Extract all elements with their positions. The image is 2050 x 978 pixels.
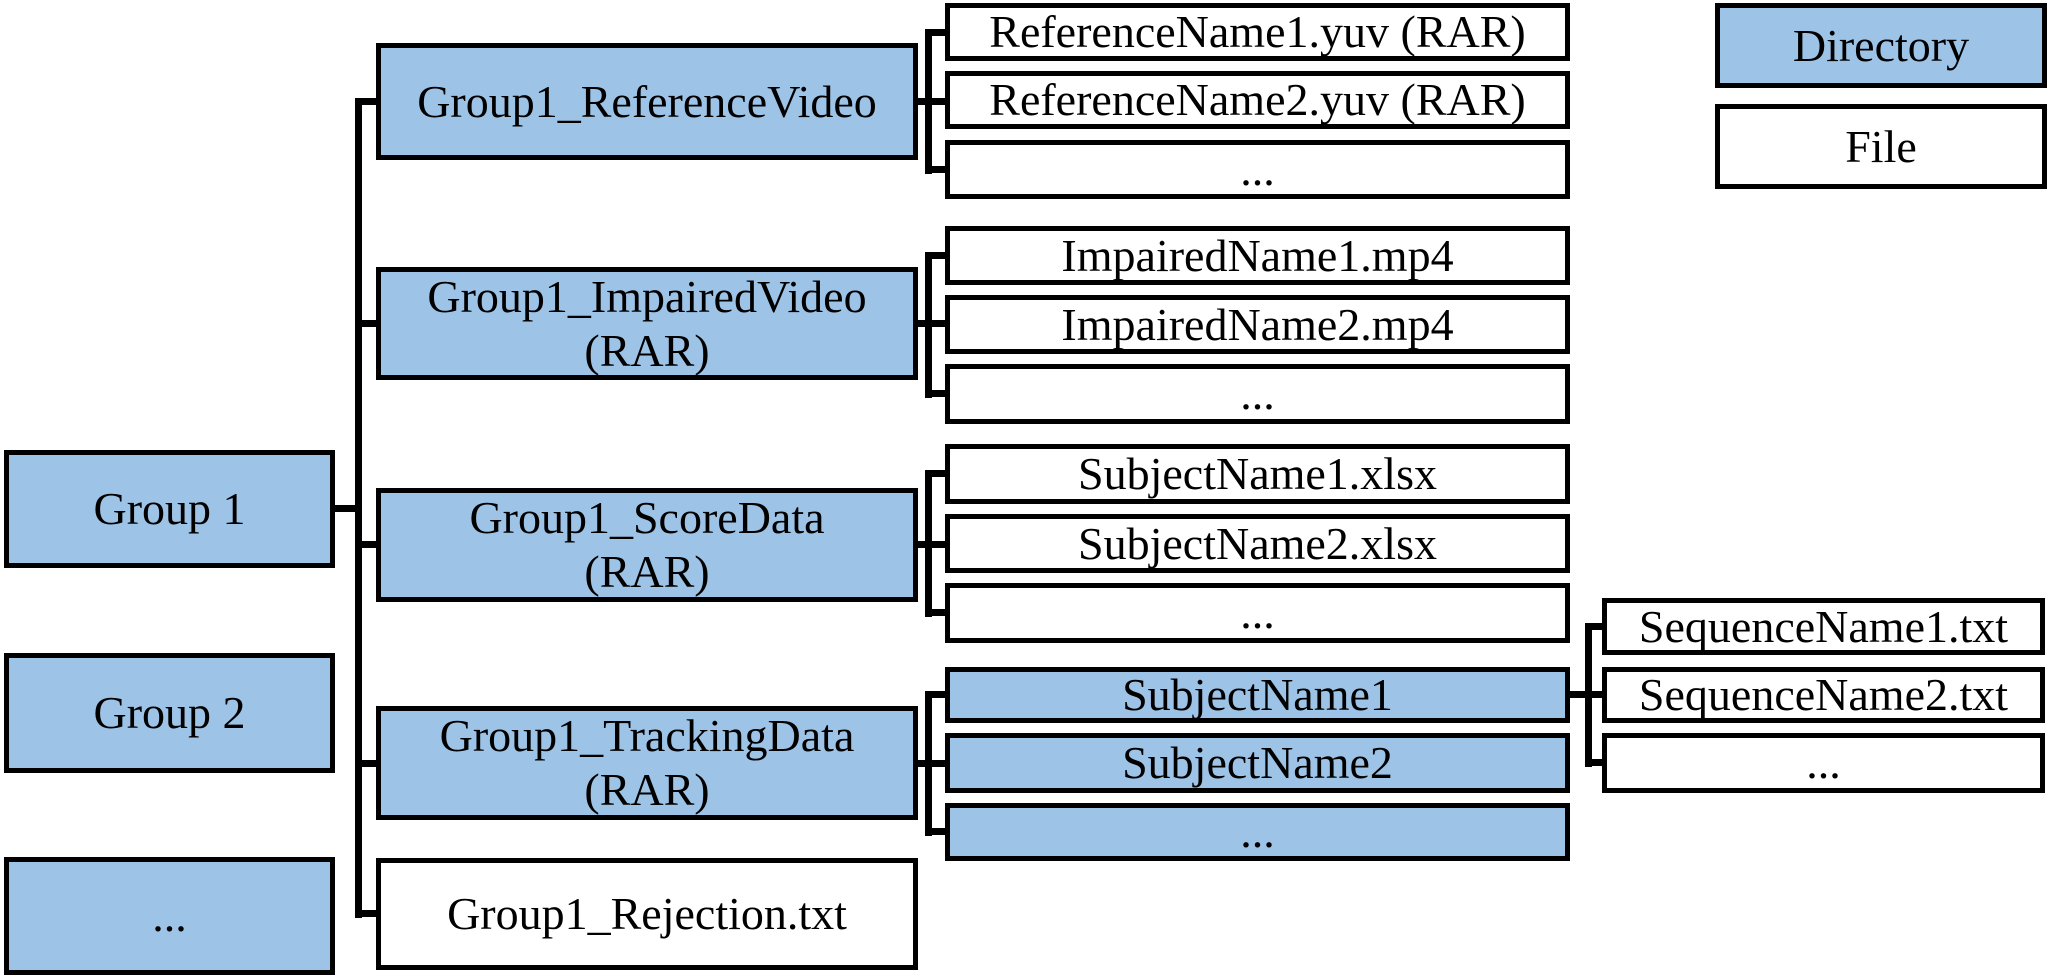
connector-reference-child1-stub <box>925 29 945 36</box>
connector-tracking-child1-stub <box>925 691 945 698</box>
sequence-file-1-box: SequenceName1.txt <box>1602 598 2045 655</box>
group1-directory-box: Group 1 <box>4 450 335 568</box>
reference-file-ellipsis-box: ... <box>945 140 1570 199</box>
sequence-file-ellipsis-label: ... <box>1806 737 1841 788</box>
subject-ellipsis-label: ... <box>1240 806 1275 857</box>
groups-ellipsis-label: ... <box>152 890 187 941</box>
legend-directory-label: Directory <box>1792 19 1970 71</box>
group2-directory-box: Group 2 <box>4 653 335 773</box>
impaired-video-note: (RAR) <box>584 324 710 376</box>
connector-trunk-to-score-data <box>355 541 376 548</box>
score-file-1-label: SubjectName1.xlsx <box>1078 448 1437 499</box>
connector-group1-to-trunk <box>335 505 362 512</box>
tracking-data-label: Group1_TrackingData <box>439 710 855 761</box>
connector-sequence-child1-stub <box>1585 623 1602 630</box>
sequence-file-2-label: SequenceName2.txt <box>1638 669 2009 720</box>
connector-trunk-to-rejection <box>355 910 376 917</box>
impaired-file-ellipsis-label: ... <box>1240 368 1275 419</box>
impaired-video-directory-box: Group1_ImpairedVideo (RAR) <box>376 267 918 380</box>
reference-file-2-label: ReferenceName2.yuv (RAR) <box>989 74 1526 125</box>
reference-video-label: Group1_ReferenceVideo <box>417 75 877 127</box>
connector-trunk-to-tracking-data <box>355 760 376 767</box>
connector-reference-child3-stub <box>925 166 945 173</box>
score-file-ellipsis-box: ... <box>945 583 1570 643</box>
connector-score-child3-stub <box>925 609 945 616</box>
group1-label: Group 1 <box>93 483 246 534</box>
subject-ellipsis-directory-box: ... <box>945 803 1570 861</box>
reference-file-2-box: ReferenceName2.yuv (RAR) <box>945 71 1570 129</box>
reference-file-1-label: ReferenceName1.yuv (RAR) <box>989 6 1526 57</box>
subject2-label: SubjectName2 <box>1122 737 1393 788</box>
connector-score-parent-stub <box>918 541 945 548</box>
connector-impaired-parent-stub <box>918 320 945 327</box>
score-data-directory-box: Group1_ScoreData (RAR) <box>376 488 918 602</box>
connector-impaired-child1-stub <box>925 252 945 259</box>
sequence-file-ellipsis-box: ... <box>1602 733 2045 793</box>
impaired-video-label: Group1_ImpairedVideo <box>427 270 867 322</box>
score-file-ellipsis-label: ... <box>1240 587 1275 638</box>
impaired-file-1-label: ImpairedName1.mp4 <box>1061 229 1454 281</box>
connector-tracking-parent-stub <box>918 760 945 767</box>
sequence-file-2-box: SequenceName2.txt <box>1602 667 2045 723</box>
connector-sequence-child3-stub <box>1585 759 1602 766</box>
rejection-file-label: Group1_Rejection.txt <box>447 888 847 939</box>
connector-tracking-child3-stub <box>925 828 945 835</box>
connector-trunk-to-reference-video <box>355 98 376 105</box>
rejection-file-box: Group1_Rejection.txt <box>376 858 918 970</box>
impaired-file-2-box: ImpairedName2.mp4 <box>945 295 1570 354</box>
reference-file-1-box: ReferenceName1.yuv (RAR) <box>945 3 1570 61</box>
subject2-directory-box: SubjectName2 <box>945 733 1570 793</box>
tracking-data-note: (RAR) <box>584 764 710 815</box>
tracking-data-directory-box: Group1_TrackingData (RAR) <box>376 706 918 820</box>
groups-ellipsis-box: ... <box>4 857 335 975</box>
connector-impaired-child3-stub <box>925 390 945 397</box>
connector-trunk-to-impaired-video <box>355 320 376 327</box>
impaired-file-2-label: ImpairedName2.mp4 <box>1061 298 1454 350</box>
connector-sequence-parent-stub <box>1570 691 1602 698</box>
subject1-directory-box: SubjectName1 <box>945 667 1570 723</box>
connector-reference-parent-stub <box>918 98 945 105</box>
subject1-label: SubjectName1 <box>1122 669 1393 720</box>
legend-file-swatch: File <box>1715 104 2047 189</box>
reference-video-directory-box: Group1_ReferenceVideo <box>376 43 918 160</box>
sequence-file-1-label: SequenceName1.txt <box>1638 600 2009 652</box>
score-data-label: Group1_ScoreData <box>469 492 825 543</box>
score-file-2-box: SubjectName2.xlsx <box>945 514 1570 573</box>
legend-directory-swatch: Directory <box>1715 3 2047 88</box>
reference-file-ellipsis-label: ... <box>1240 143 1275 195</box>
score-file-2-label: SubjectName2.xlsx <box>1078 517 1437 569</box>
group2-label: Group 2 <box>93 687 246 738</box>
connector-score-child1-stub <box>925 470 945 477</box>
impaired-file-1-box: ImpairedName1.mp4 <box>945 226 1570 285</box>
legend-file-label: File <box>1845 120 1917 172</box>
score-file-1-box: SubjectName1.xlsx <box>945 444 1570 504</box>
impaired-file-ellipsis-box: ... <box>945 364 1570 424</box>
score-data-note: (RAR) <box>584 546 710 597</box>
